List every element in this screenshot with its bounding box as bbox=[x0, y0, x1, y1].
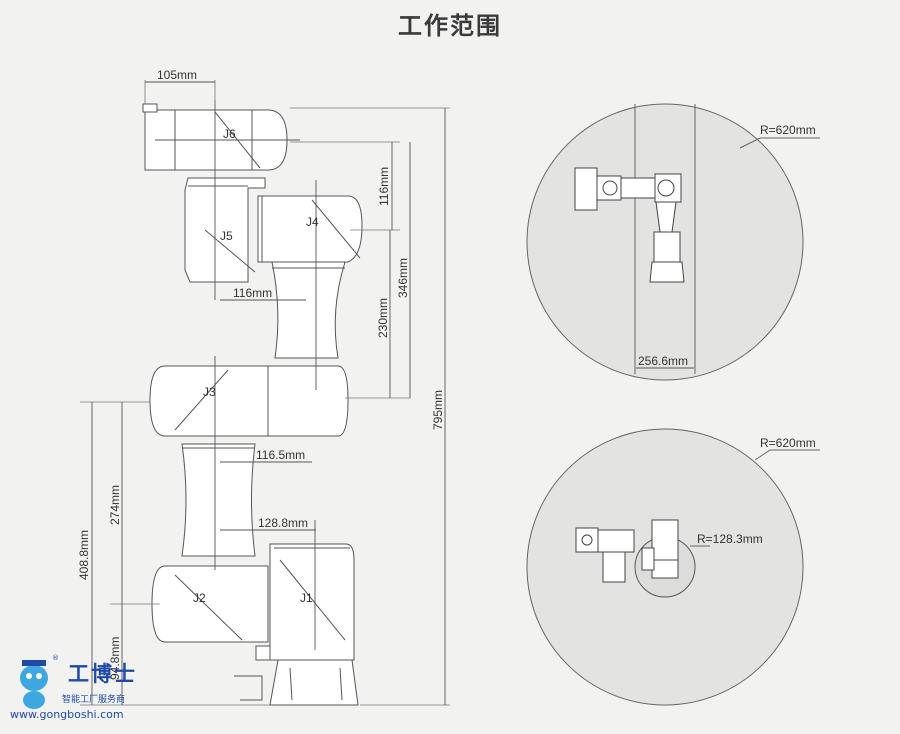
upper-arm bbox=[181, 443, 256, 557]
label-j1: J1 bbox=[300, 591, 313, 605]
dim-346: 346mm bbox=[396, 258, 410, 298]
dim-94-8: 94.8mm bbox=[108, 637, 122, 680]
j5-link bbox=[184, 177, 266, 283]
label-j3: J3 bbox=[203, 385, 216, 399]
robot-bottom-view bbox=[575, 519, 679, 583]
dim-795: 795mm bbox=[431, 390, 445, 430]
robot-top-view bbox=[574, 167, 685, 283]
dim-128-8: 128.8mm bbox=[258, 516, 308, 530]
top-offset-label: 256.6mm bbox=[638, 354, 688, 368]
dim-274: 274mm bbox=[108, 485, 122, 525]
forearm bbox=[271, 261, 346, 359]
dim-116-5: 116.5mm bbox=[256, 448, 305, 462]
label-j2: J2 bbox=[193, 591, 206, 605]
logo-mascot-icon bbox=[20, 660, 48, 709]
page-title: 工作范围 bbox=[398, 12, 502, 40]
logo-reg-mark: ® bbox=[52, 654, 59, 662]
j4-link bbox=[257, 195, 363, 263]
top-radius-label: R=620mm bbox=[760, 123, 816, 137]
dim-230: 230mm bbox=[376, 298, 390, 338]
dim-116-top: 116mm bbox=[377, 167, 391, 206]
j2-link bbox=[151, 565, 269, 643]
j3-link bbox=[149, 365, 349, 437]
logo-name: 工博士 bbox=[68, 661, 137, 686]
j1-base bbox=[234, 543, 359, 706]
dim-116-mid: 116mm bbox=[233, 286, 272, 300]
logo-subtitle: 智能工厂服务商 bbox=[62, 695, 126, 705]
label-j4: J4 bbox=[306, 215, 319, 229]
dim-105: 105mm bbox=[157, 68, 197, 82]
bottom-radius-label: R=620mm bbox=[760, 436, 816, 450]
label-j5: J5 bbox=[220, 229, 233, 243]
label-j6: J6 bbox=[223, 127, 236, 141]
inner-radius-label: R=128.3mm bbox=[697, 532, 763, 546]
logo-url: www.gongboshi.com bbox=[10, 708, 124, 721]
dim-408-8: 408.8mm bbox=[77, 530, 91, 580]
